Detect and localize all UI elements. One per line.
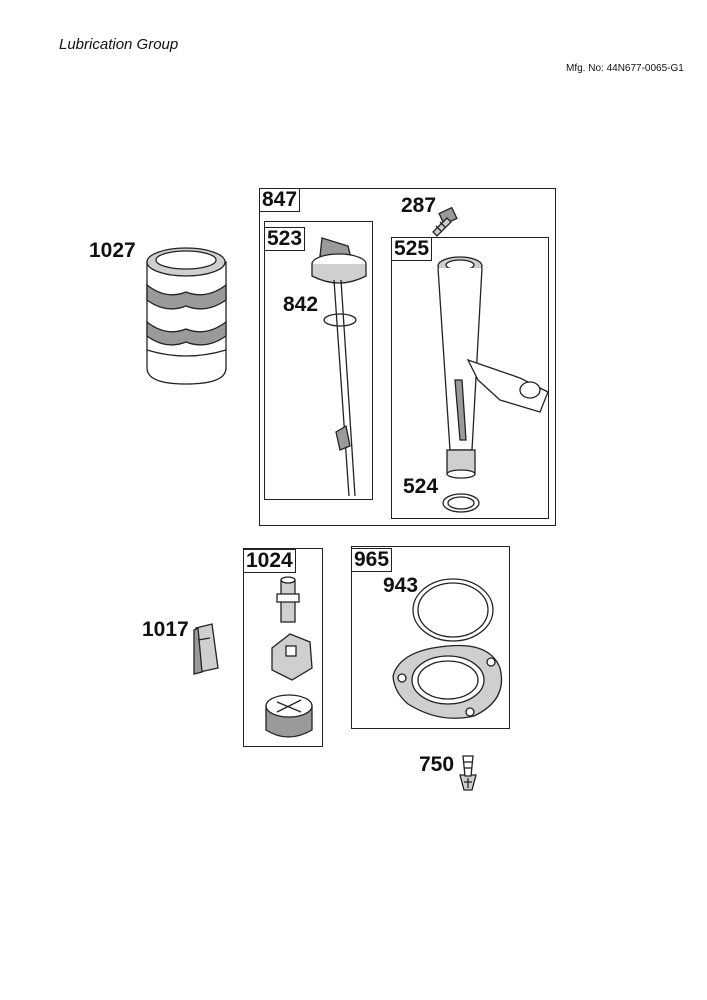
kit-965-box (351, 546, 510, 729)
part-1027-label: 1027 (89, 239, 136, 262)
kit-847-box (259, 188, 556, 526)
part-1024-label: 1024 (243, 549, 296, 573)
page-title: Lubrication Group (59, 36, 179, 53)
part-525-label: 525 (391, 237, 433, 261)
kit-523-box (264, 221, 373, 500)
kit-1024-box (243, 548, 323, 747)
part-523-label: 523 (264, 227, 306, 251)
part-750-label: 750 (419, 753, 455, 776)
mfg-number: Mfg. No: 44N677-0065-G1 (566, 63, 684, 74)
oil-filter-drawing (146, 247, 227, 385)
part-287-label: 287 (401, 194, 437, 217)
part-842-label: 842 (283, 293, 319, 316)
pickup-drawing (193, 623, 219, 675)
screw-750-drawing (459, 755, 477, 791)
part-524-label: 524 (403, 475, 439, 498)
part-943-label: 943 (383, 574, 419, 597)
part-1017-label: 1017 (142, 618, 189, 641)
part-847-label: 847 (259, 188, 301, 212)
part-965-label: 965 (351, 548, 393, 572)
